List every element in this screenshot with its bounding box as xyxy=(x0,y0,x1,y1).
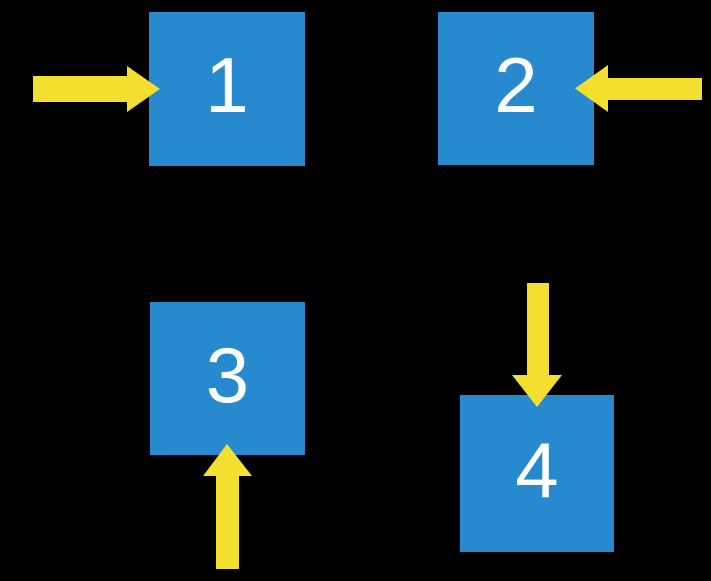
square-2: 2 xyxy=(438,12,594,165)
arrow-right-icon xyxy=(33,66,160,112)
square-3: 3 xyxy=(150,302,305,455)
arrow-up-icon xyxy=(203,444,252,569)
square-4-number: 4 xyxy=(515,425,559,514)
arrow-down-icon xyxy=(512,283,562,407)
square-3-number: 3 xyxy=(205,330,250,419)
square-4: 4 xyxy=(460,395,614,552)
square-2-number: 2 xyxy=(494,40,538,129)
arrow-left-icon xyxy=(575,65,702,112)
square-1: 1 xyxy=(149,12,305,166)
square-1-number: 1 xyxy=(205,41,249,129)
